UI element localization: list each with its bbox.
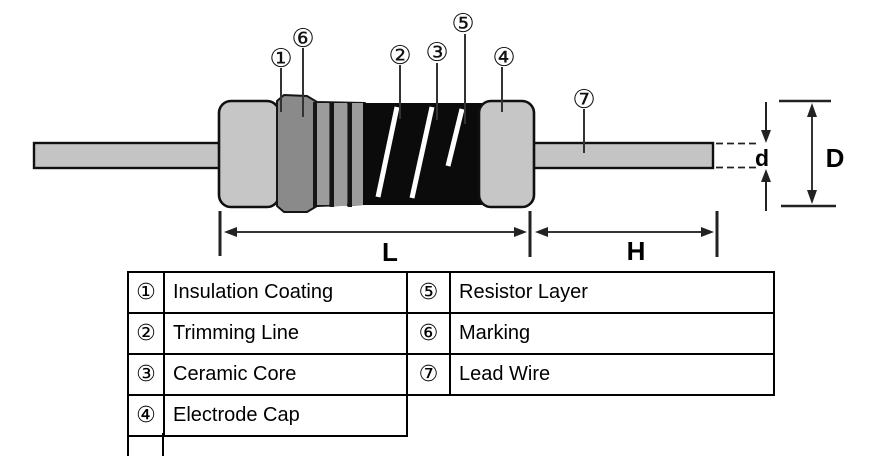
dimension-D: D bbox=[779, 99, 845, 208]
table-border-stub bbox=[162, 433, 164, 456]
table-border-stub bbox=[127, 433, 129, 456]
left-lead-wire bbox=[32, 141, 222, 170]
arrowhead-left bbox=[224, 227, 237, 237]
legend-label-resistor-layer: Resistor Layer bbox=[449, 271, 775, 314]
dimension-L: L bbox=[224, 227, 527, 267]
dim-label-d: d bbox=[755, 145, 769, 171]
legend-label-ceramic-core: Ceramic Core bbox=[163, 353, 408, 396]
band-separator bbox=[347, 102, 352, 207]
dimension-d: d bbox=[716, 102, 771, 211]
legend-num-3: ③ bbox=[127, 353, 165, 396]
legend-row: ① Insulation Coating ⑤ Resistor Layer bbox=[127, 271, 775, 314]
legend-num-6: ⑥ bbox=[406, 312, 451, 355]
arrowhead-up bbox=[807, 103, 817, 117]
trimming-line bbox=[445, 108, 465, 167]
band-separator bbox=[313, 102, 317, 207]
callout-5: ⑤ bbox=[451, 9, 474, 39]
legend-empty-cell bbox=[407, 395, 450, 436]
arrowhead-right bbox=[514, 227, 527, 237]
dim-tick bbox=[528, 211, 532, 257]
trimming-lines bbox=[375, 106, 465, 199]
callout-7: ⑦ bbox=[572, 85, 595, 115]
arrowhead-left bbox=[535, 227, 548, 237]
legend-row: ④ Electrode Cap bbox=[127, 394, 774, 437]
callout-2: ② bbox=[388, 41, 411, 71]
resistor-diagram: ① ⑥ ② ③ ⑤ ④ ⑦ L H bbox=[32, 9, 845, 267]
legend-num-2: ② bbox=[127, 312, 165, 355]
callout-1: ① bbox=[269, 44, 292, 74]
legend-num-7: ⑦ bbox=[406, 353, 451, 396]
dim-tick bbox=[218, 211, 222, 256]
arrowhead-up bbox=[761, 169, 771, 182]
legend-table: ① Insulation Coating ⑤ Resistor Layer ② … bbox=[127, 271, 775, 437]
legend-label-marking: Marking bbox=[449, 312, 775, 355]
legend-num-1: ① bbox=[127, 271, 165, 314]
leader-lines bbox=[280, 34, 585, 153]
dim-tick bbox=[715, 211, 719, 257]
legend-row: ③ Ceramic Core ⑦ Lead Wire bbox=[127, 353, 775, 396]
legend-num-5: ⑤ bbox=[406, 271, 451, 314]
band-separator bbox=[329, 102, 334, 207]
legend-label-trimming-line: Trimming Line bbox=[163, 312, 408, 355]
legend-num-4: ④ bbox=[127, 394, 165, 437]
coating-band bbox=[317, 103, 329, 205]
dimension-H: H bbox=[535, 227, 714, 266]
callout-4: ④ bbox=[492, 43, 515, 73]
callout-3: ③ bbox=[425, 38, 448, 68]
legend-row: ② Trimming Line ⑥ Marking bbox=[127, 312, 775, 355]
legend-empty-cell bbox=[450, 395, 774, 436]
dim-label-D: D bbox=[826, 143, 845, 173]
right-lead-wire bbox=[528, 141, 715, 170]
arrowhead-right bbox=[701, 227, 714, 237]
dim-label-H: H bbox=[627, 236, 646, 266]
coating-band bbox=[334, 103, 347, 206]
left-electrode-cap bbox=[217, 99, 281, 209]
arrowhead-down bbox=[761, 130, 771, 143]
callout-6: ⑥ bbox=[291, 24, 314, 54]
coating-band bbox=[352, 103, 365, 205]
legend-label-electrode-cap: Electrode Cap bbox=[163, 394, 408, 437]
trimming-line bbox=[375, 106, 400, 198]
trimming-line bbox=[409, 106, 435, 199]
legend-label-insulation-coating: Insulation Coating bbox=[163, 271, 408, 314]
arrowhead-down bbox=[807, 190, 817, 204]
right-electrode-cap bbox=[477, 99, 536, 209]
dim-label-L: L bbox=[382, 237, 398, 267]
legend-label-lead-wire: Lead Wire bbox=[449, 353, 775, 396]
